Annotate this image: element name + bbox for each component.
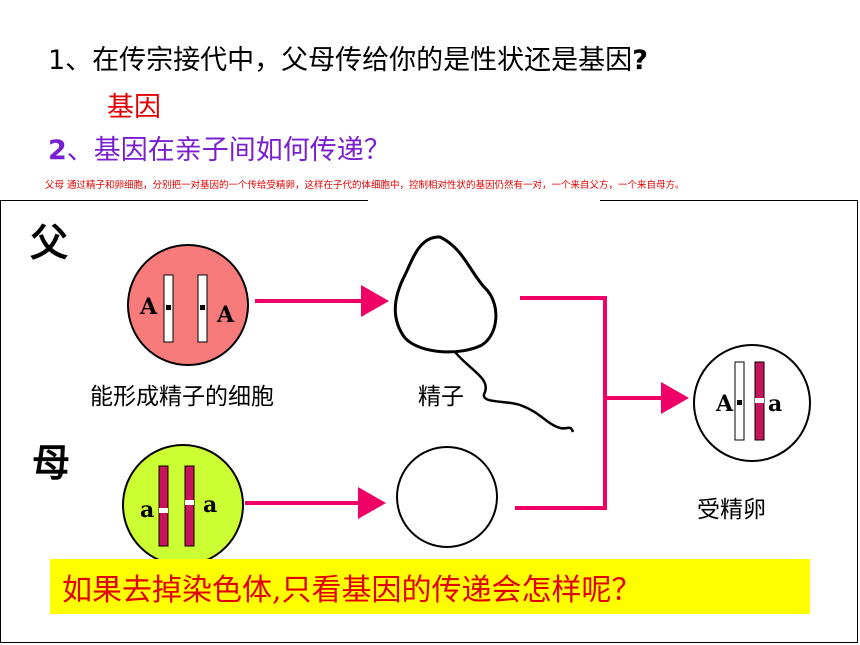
zygote-gene-1: A [715, 391, 734, 417]
question-2-text: 、基因在亲子间如何传递？ [66, 135, 391, 166]
question-1: 1、在传宗接代中，父母传给你的是性状还是基因? [48, 38, 648, 77]
mother-gene-marker-2 [185, 500, 194, 505]
zygote: A a [693, 344, 811, 462]
zygote-gene-marker-mother [755, 398, 764, 403]
question-1-text: 1、在传宗接代中，父母传给你的是性状还是基因 [48, 45, 633, 76]
mother-label: 母 [32, 441, 71, 485]
question-2-number: 2 [48, 135, 67, 166]
question-2: 2、基因在亲子间如何传递？ [48, 128, 391, 167]
sperm [393, 235, 575, 433]
question-1-mark: ? [632, 45, 648, 76]
bottom-banner-text: 如果去掉染色体,只看基因的传递会怎样呢？ [62, 573, 642, 608]
mother-gene-1: a [140, 497, 154, 523]
father-cell: A A [127, 244, 249, 366]
zygote-circle [693, 344, 811, 462]
answer-1: 基因 [107, 92, 161, 123]
mother-gene-marker-1 [159, 508, 168, 513]
father-cell-circle [127, 244, 249, 366]
frame-top-left-line [0, 200, 368, 201]
zygote-gene-marker-father [737, 400, 742, 405]
father-gene-marker-1 [166, 305, 171, 310]
sperm-tail [454, 351, 575, 433]
mother-chromosome-1 [158, 465, 169, 547]
frame-top-right-line [600, 200, 858, 201]
father-gene-2: A [216, 302, 235, 328]
sperm-label: 精子 [418, 384, 464, 410]
mother-gene-2: a [203, 492, 217, 518]
bottom-banner [50, 559, 810, 614]
explanation-note: 父母 通过精子和卵细胞，分别把一对基因的一个传给受精卵，这样在子代的体细胞中，控… [45, 180, 685, 191]
merge-bracket [515, 296, 607, 510]
zygote-gene-2: a [768, 391, 782, 417]
egg-cell [396, 446, 498, 548]
father-label: 父 [30, 221, 69, 265]
father-gene-1: A [139, 294, 158, 320]
father-gene-marker-2 [200, 305, 205, 310]
mother-cell: a a [122, 444, 244, 566]
diagram-frame [0, 200, 858, 643]
zygote-label: 受精卵 [697, 497, 766, 523]
sperm-forming-cell-label: 能形成精子的细胞 [90, 384, 274, 410]
sperm-head [393, 235, 498, 354]
mother-chromosome-2 [184, 465, 195, 547]
